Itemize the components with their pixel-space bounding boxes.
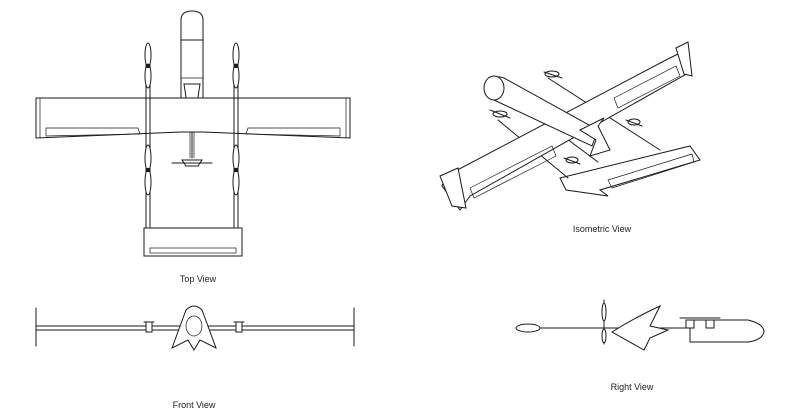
right-tail-pod [515,323,541,333]
front-motor-right [233,321,245,333]
top-aileron-left [45,127,141,137]
iso-winglet-right [675,41,693,77]
front-fuselage [171,305,217,351]
right-view-drawing [515,299,765,351]
iso-tailplane [559,145,701,197]
right-fuselage [689,319,765,343]
right-view-caption: Right View [610,382,654,392]
top-view-caption: Top View [179,274,217,284]
top-view-drawing [35,10,351,257]
front-view-caption: Front View [172,400,216,410]
iso-propeller-4 [563,156,581,165]
right-motor-front [699,317,721,329]
front-motor-left [143,321,155,333]
right-tail-fin [611,304,670,351]
right-propeller [601,299,607,345]
top-propeller-front-left [144,42,152,89]
top-aileron-right [245,127,341,137]
top-wing [35,97,351,139]
right-motor-rear [679,317,701,329]
iso-propeller-1 [543,70,563,79]
top-propeller-rear-left [144,144,152,196]
iso-propeller-3 [625,118,643,127]
top-propeller-front-right [232,42,240,89]
isometric-view-drawing [439,41,701,211]
top-propeller-rear-right [232,144,240,196]
iso-pusher-prop [578,117,611,157]
isometric-view-caption: Isometric View [572,224,632,234]
top-fuselage [180,10,204,41]
top-tailplane [143,227,243,257]
iso-propeller-2 [489,109,511,119]
iso-winglet-left [439,167,467,209]
front-view-drawing [35,305,355,351]
